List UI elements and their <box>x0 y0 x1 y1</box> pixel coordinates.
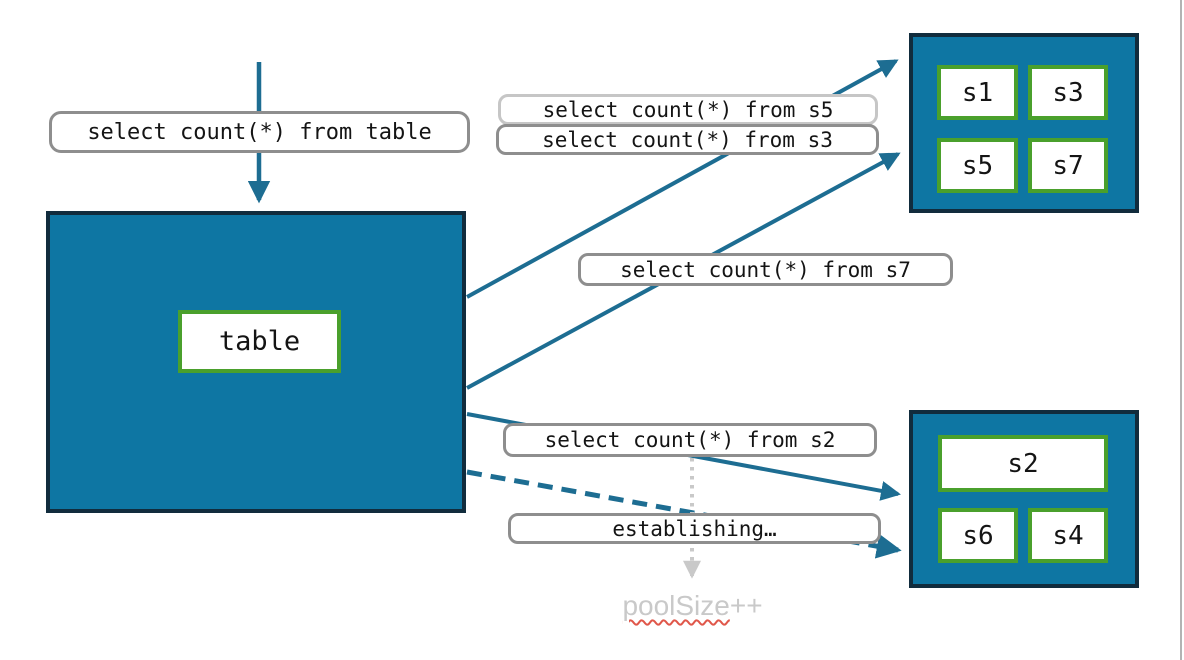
shard-label-s2: s2 <box>1007 448 1039 479</box>
shard-group-bottom: s2 s6 s4 <box>909 410 1139 588</box>
query-text-s2: select count(*) from s2 <box>544 428 836 452</box>
shard-box-s7: s7 <box>1028 138 1108 193</box>
shard-box-s2: s2 <box>938 435 1108 492</box>
query-label-s3: select count(*) from s3 <box>496 124 879 155</box>
query-label-s5: select count(*) from s5 <box>498 94 878 125</box>
shard-label-s7: s7 <box>1052 150 1084 181</box>
table-inner-box: table <box>178 310 341 373</box>
shard-box-s4: s4 <box>1028 508 1108 563</box>
query-label-table: select count(*) from table <box>49 111 470 153</box>
poolsize-annotation: poolSize++ <box>600 590 785 622</box>
query-text-s5: select count(*) from s5 <box>542 97 834 122</box>
query-label-s2: select count(*) from s2 <box>503 423 877 457</box>
query-label-s7: select count(*) from s7 <box>578 253 953 286</box>
shard-box-s1: s1 <box>937 65 1018 120</box>
query-text-s7: select count(*) from s7 <box>620 257 911 282</box>
table-box: table <box>46 211 466 513</box>
query-text-s3: select count(*) from s3 <box>542 127 833 152</box>
shard-label-s3: s3 <box>1052 77 1084 108</box>
table-label: table <box>218 326 301 357</box>
slide-edge-divider <box>1180 0 1182 660</box>
shard-label-s5: s5 <box>961 150 994 181</box>
poolsize-word: poolSize <box>622 590 730 621</box>
shard-box-s6: s6 <box>938 508 1018 563</box>
shard-group-top: s1 s3 s5 s7 <box>909 33 1139 213</box>
poolsize-suffix: ++ <box>729 590 763 621</box>
shard-box-s5: s5 <box>937 138 1018 193</box>
shard-label-s4: s4 <box>1052 520 1084 551</box>
shard-label-s1: s1 <box>961 77 994 108</box>
shard-label-s6: s6 <box>962 520 994 551</box>
query-text-table: select count(*) from table <box>87 119 432 145</box>
shard-box-s3: s3 <box>1028 65 1108 120</box>
status-text-establishing: establishing… <box>612 516 777 541</box>
status-label-establishing: establishing… <box>508 513 881 544</box>
